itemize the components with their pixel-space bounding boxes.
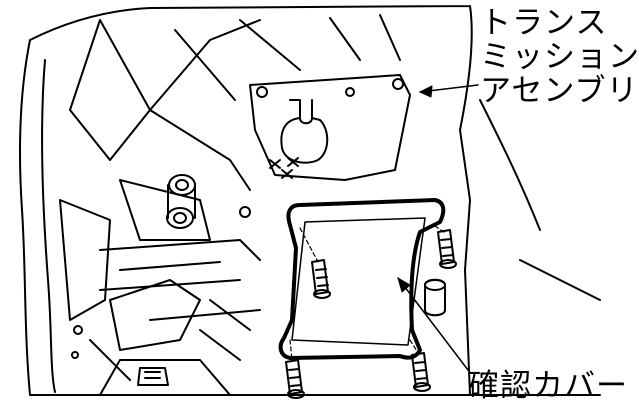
drain-plug [137, 367, 169, 386]
cover-bolts [285, 229, 457, 399]
stud-lower [166, 207, 194, 229]
stud-upper [168, 174, 196, 196]
leader-cover [397, 277, 469, 371]
rib-structure [69, 14, 401, 241]
rib-structure-2 [59, 199, 241, 381]
label-line-1: トランス [480, 5, 608, 41]
label-transmission-assembly: トランス ミッション アセンブリ [480, 6, 639, 108]
side-boss [424, 278, 446, 317]
leader-arrow-head [419, 85, 433, 98]
label-line-3: アセンブリ [480, 73, 639, 109]
transmission-case-outline [19, 5, 601, 396]
hatch-marks [269, 157, 299, 179]
inspection-cover-plate [291, 217, 426, 346]
upper-gasket-plate [249, 74, 411, 181]
label-line-2: ミッション [480, 39, 639, 75]
label-inspection-cover: 確認カバー [468, 368, 628, 404]
case-inner-edge [41, 59, 56, 393]
shift-shaft-boss [280, 99, 329, 164]
